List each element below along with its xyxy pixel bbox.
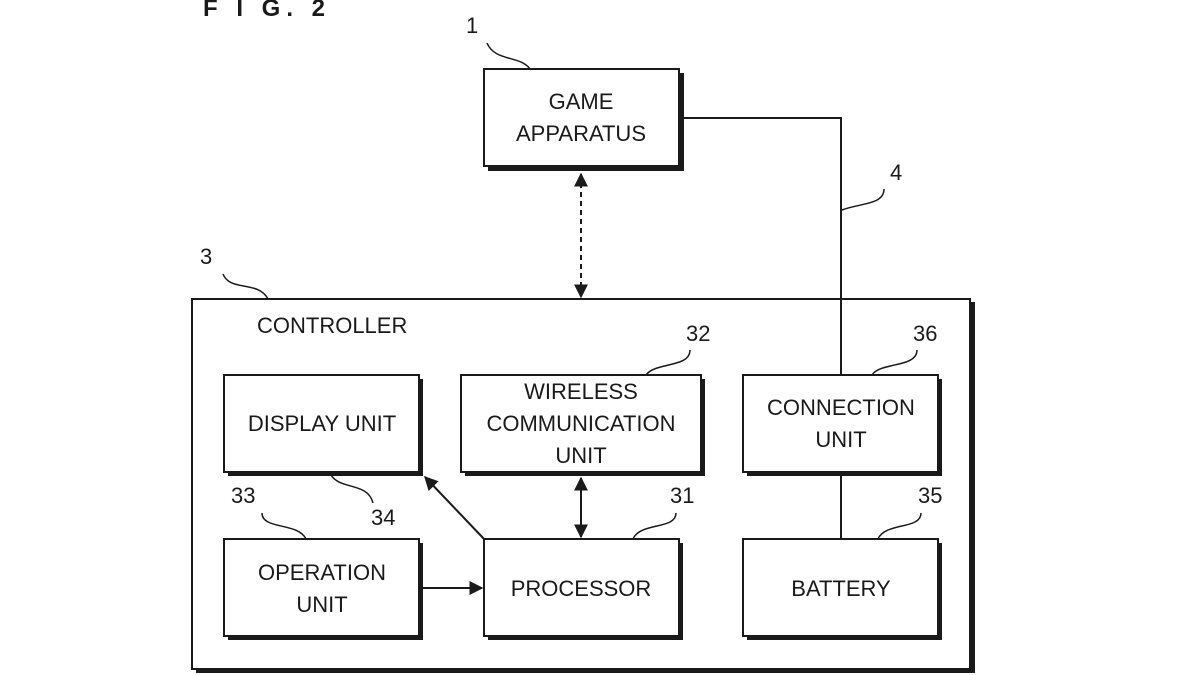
wireless-unit-label-line1: WIRELESS — [524, 379, 638, 404]
leader-line-31 — [632, 512, 677, 540]
display-unit-label: DISPLAY UNIT — [248, 411, 396, 436]
ref-number-36: 36 — [913, 321, 937, 346]
leader-line-32 — [645, 349, 691, 376]
leader-line-34 — [330, 474, 374, 504]
ref-number-1: 1 — [466, 13, 478, 38]
connection-unit-block: CONNECTION UNIT — [742, 374, 942, 476]
ref-number-33: 33 — [231, 483, 255, 508]
leader-line-36 — [871, 349, 918, 376]
ref-number-31: 31 — [670, 483, 694, 508]
leader-line-1 — [486, 42, 531, 70]
connection-unit-label-line2: UNIT — [815, 427, 866, 452]
wireless-unit-label-line3: UNIT — [555, 443, 606, 468]
ref-number-35: 35 — [918, 483, 942, 508]
ref-number-4: 4 — [890, 160, 902, 185]
connection-unit-label-line1: CONNECTION — [767, 395, 915, 420]
display-unit-block: DISPLAY UNIT — [223, 374, 423, 476]
processor-display-arrow — [424, 475, 486, 541]
game-apparatus-block: GAME APPARATUS — [483, 68, 684, 171]
battery-block: BATTERY — [742, 538, 942, 640]
ref-number-3: 3 — [200, 244, 212, 269]
cable-line — [684, 117, 842, 376]
operation-unit-block: OPERATION UNIT — [223, 538, 423, 640]
game-apparatus-label-line1: GAME — [549, 89, 614, 114]
wireless-communication-unit-block: WIRELESS COMMUNICATION UNIT — [460, 374, 705, 476]
figure-title: F I G. 2 — [203, 0, 331, 22]
battery-label: BATTERY — [791, 576, 891, 601]
leader-line-33 — [261, 512, 307, 540]
leader-line-3 — [222, 273, 269, 300]
game-apparatus-label-line2: APPARATUS — [516, 121, 646, 146]
processor-block: PROCESSOR — [483, 538, 683, 640]
wireless-unit-label-line2: COMMUNICATION — [486, 411, 675, 436]
leader-line-4 — [841, 188, 885, 211]
ref-number-32: 32 — [686, 321, 710, 346]
leader-line-35 — [877, 512, 922, 540]
ref-number-34: 34 — [371, 505, 395, 530]
controller-label: CONTROLLER — [257, 313, 407, 338]
operation-unit-label-line1: OPERATION — [258, 560, 386, 585]
operation-unit-label-line2: UNIT — [296, 592, 347, 617]
processor-label: PROCESSOR — [511, 576, 652, 601]
